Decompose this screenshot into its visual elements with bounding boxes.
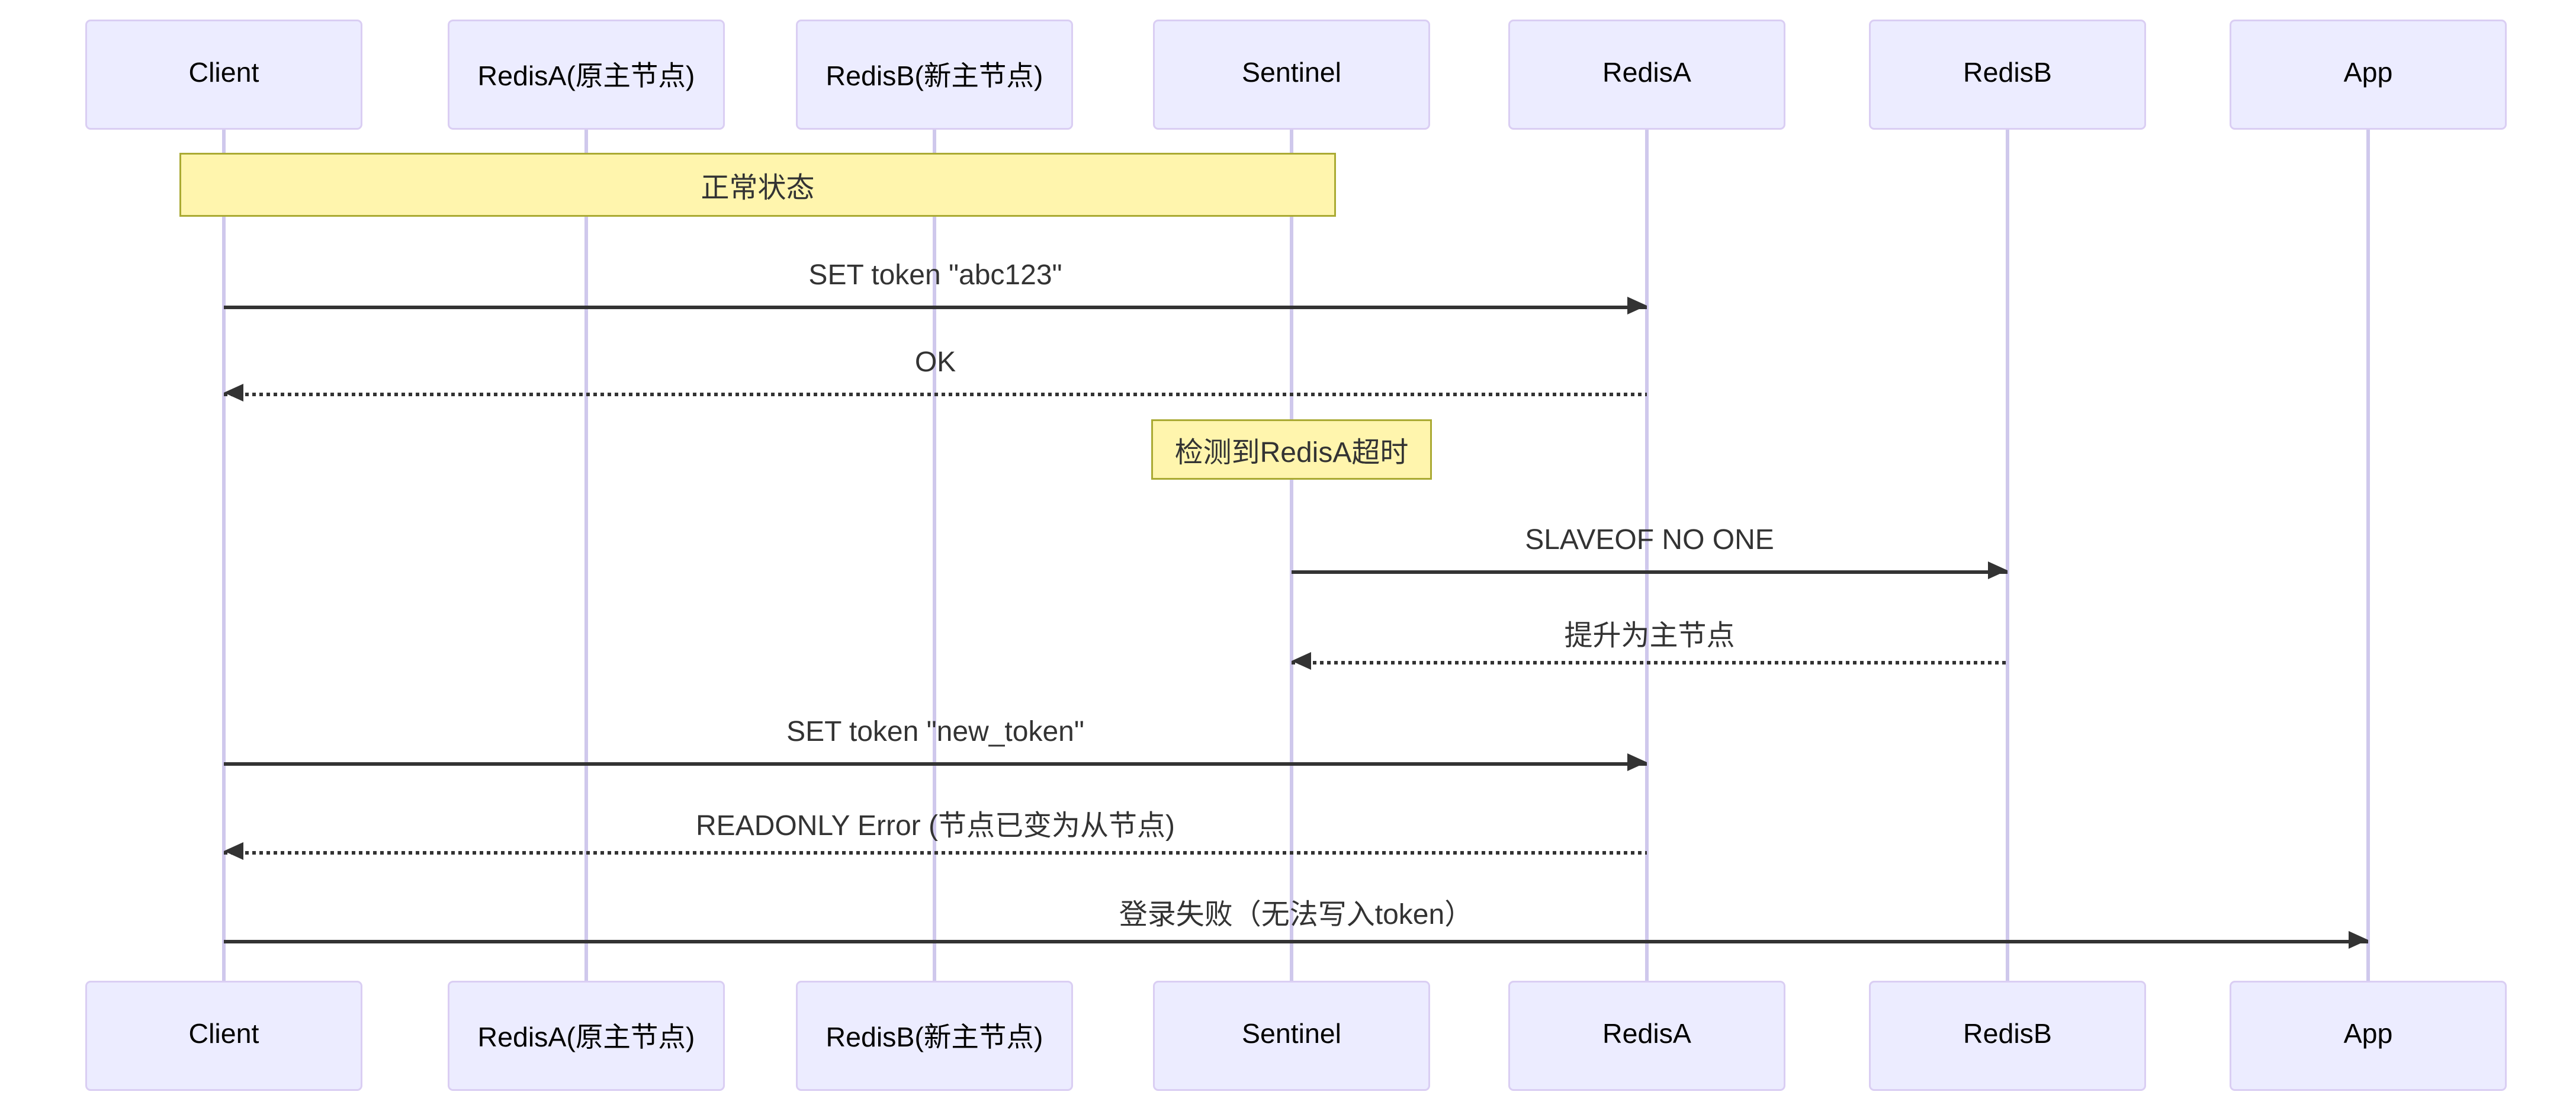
arrowhead-0 xyxy=(1627,297,1647,314)
message-label-3: 提升为主节点 xyxy=(1564,622,1735,652)
message-label-0: SET token "abc123" xyxy=(808,261,1062,291)
message-label-5: READONLY Error (节点已变为从节点) xyxy=(696,812,1175,842)
message-label-4: SET token "new_token" xyxy=(786,718,1084,748)
actor-top-redisA: RedisA xyxy=(1508,20,1785,130)
lifeline-redisB xyxy=(2006,130,2009,981)
actor-top-app: App xyxy=(2230,20,2507,130)
actor-bottom-sentinel: Sentinel xyxy=(1153,981,1430,1091)
lifeline-client xyxy=(222,130,226,981)
actor-bottom-redisA: RedisA xyxy=(1508,981,1785,1091)
actor-top-redisB_new: RedisB(新主节点) xyxy=(796,20,1073,130)
message-line-1-dashed xyxy=(224,393,1647,396)
message-line-0-solid xyxy=(224,306,1647,309)
actor-top-redisA_old: RedisA(原主节点) xyxy=(448,20,725,130)
arrowhead-3 xyxy=(1292,652,1311,670)
lifeline-redisA_old xyxy=(584,130,588,981)
lifeline-app xyxy=(2366,130,2370,981)
arrowhead-6 xyxy=(2349,931,2368,949)
arrowhead-5 xyxy=(224,842,243,860)
message-line-5-dashed xyxy=(224,851,1647,855)
actor-bottom-client: Client xyxy=(85,981,362,1091)
actor-bottom-redisA_old: RedisA(原主节点) xyxy=(448,981,725,1091)
lifeline-sentinel xyxy=(1290,130,1293,981)
lifeline-redisA xyxy=(1645,130,1649,981)
message-line-6-solid xyxy=(224,940,2368,943)
arrowhead-2 xyxy=(1988,561,2008,579)
lifeline-redisB_new xyxy=(933,130,936,981)
message-line-4-solid xyxy=(224,762,1647,766)
actor-top-client: Client xyxy=(85,20,362,130)
actor-top-redisB: RedisB xyxy=(1869,20,2146,130)
message-label-6: 登录失败（无法写入token） xyxy=(1119,901,1473,931)
arrowhead-1 xyxy=(224,384,243,402)
arrowhead-4 xyxy=(1627,753,1647,771)
actor-bottom-redisB: RedisB xyxy=(1869,981,2146,1091)
actor-top-sentinel: Sentinel xyxy=(1153,20,1430,130)
message-label-1: OK xyxy=(914,348,956,378)
actor-bottom-redisB_new: RedisB(新主节点) xyxy=(796,981,1073,1091)
message-line-2-solid xyxy=(1292,570,2008,574)
note-sentinel-detect: 检测到RedisA超时 xyxy=(1151,419,1432,480)
message-label-2: SLAVEOF NO ONE xyxy=(1525,526,1774,556)
message-line-3-dashed xyxy=(1292,661,2008,664)
note-normal-state: 正常状态 xyxy=(179,153,1336,217)
actor-bottom-app: App xyxy=(2230,981,2507,1091)
